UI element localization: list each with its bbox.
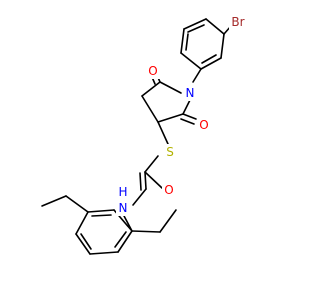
bond [80, 233, 92, 250]
bond [201, 54, 217, 64]
bond [187, 24, 205, 33]
succinimide-ring [141, 74, 197, 125]
bond [159, 209, 177, 233]
bond [131, 230, 161, 233]
bond [180, 28, 185, 54]
bond [89, 251, 119, 255]
atom-label-amide-hydrogen: H [116, 185, 130, 199]
bond [141, 81, 161, 97]
bond [200, 57, 222, 70]
bond [144, 155, 159, 173]
bond [41, 195, 67, 207]
svg-text:O: O [199, 118, 208, 132]
bond [139, 172, 142, 191]
bond [192, 68, 202, 83]
bond [220, 33, 225, 59]
bond [183, 18, 207, 30]
svg-text:H: H [118, 185, 127, 199]
bond [205, 18, 225, 35]
atom-label-imide-oxygen-top: O [146, 63, 160, 79]
bond [144, 171, 163, 189]
bromophenyl-ring [180, 18, 225, 70]
svg-text:N: N [119, 201, 128, 215]
atom-label-imide-nitrogen: N [183, 85, 197, 101]
bond [144, 171, 147, 190]
svg-text:O: O [148, 64, 157, 78]
bond [114, 231, 127, 248]
bond [91, 214, 112, 217]
bond [141, 95, 159, 123]
bond [185, 33, 189, 51]
bond [157, 113, 184, 123]
bond [87, 209, 115, 213]
atom-label-amide-oxygen: O [162, 182, 176, 198]
bond [180, 52, 202, 70]
bond [65, 195, 89, 213]
svg-text:S: S [166, 145, 174, 159]
bond [159, 81, 182, 94]
bond [182, 113, 197, 120]
bond [132, 188, 147, 206]
bond [157, 121, 169, 145]
molecule-structure: Br N O O S O N H [41, 14, 247, 255]
atom-label-sulfur: S [163, 144, 177, 160]
diethylphenyl-ring [41, 195, 177, 255]
atom-label-amide-nitrogen: N [116, 200, 130, 216]
bond [75, 211, 89, 235]
bond [180, 118, 195, 125]
atom-label-bromine: Br [229, 14, 247, 30]
svg-text:Br: Br [231, 15, 244, 29]
bond [117, 230, 133, 253]
bond [182, 99, 191, 115]
svg-text:O: O [164, 183, 173, 197]
atom-label-imide-oxygen-right: O [197, 117, 211, 133]
svg-text:N: N [186, 86, 195, 100]
bond [75, 233, 91, 255]
